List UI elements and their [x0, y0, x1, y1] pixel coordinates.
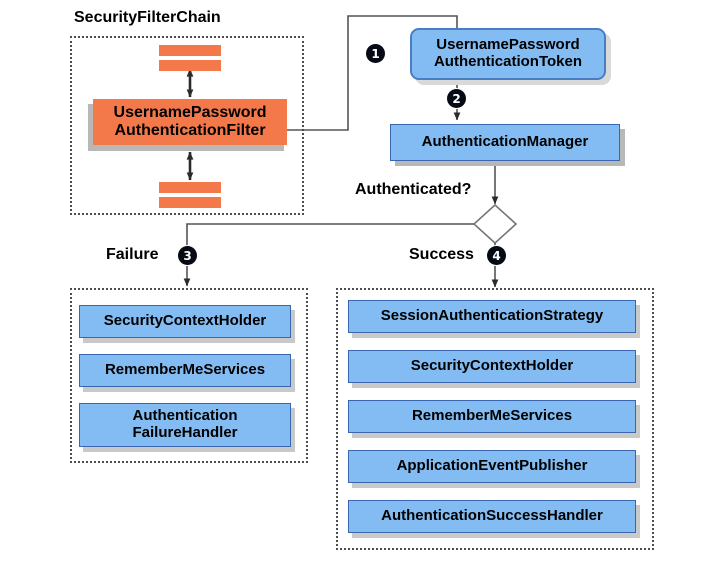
step-bullet-4: 4	[487, 246, 506, 265]
authenticated-question-label: Authenticated?	[355, 181, 472, 198]
authentication-manager-label: AuthenticationManager	[421, 133, 589, 151]
step-bullet-2: 2	[447, 89, 466, 108]
filter-bar-top-1	[159, 45, 221, 56]
step-bullet-3: 3	[178, 246, 197, 265]
username-password-authentication-token-node[interactable]: UsernamePassword AuthenticationToken	[410, 28, 606, 80]
security-filter-chain-group	[70, 36, 304, 215]
success-item-security-context-holder[interactable]: SecurityContextHolder	[348, 350, 636, 383]
success-item-application-event-publisher[interactable]: ApplicationEventPublisher	[348, 450, 636, 483]
success-item-remember-me-services[interactable]: RememberMeServices	[348, 400, 636, 433]
success-item-label: SessionAuthenticationStrategy	[380, 307, 604, 325]
decision-diamond	[472, 203, 518, 245]
authentication-manager-node[interactable]: AuthenticationManager	[390, 124, 620, 161]
token-label-line2: AuthenticationToken	[433, 53, 583, 70]
failure-item-security-context-holder[interactable]: SecurityContextHolder	[79, 305, 291, 338]
filter-bar-bottom-1	[159, 182, 221, 193]
token-label-line1: UsernamePassword	[436, 36, 580, 54]
failure-item-authentication-failure-handler[interactable]: Authentication FailureHandler	[79, 403, 291, 447]
success-item-authentication-success-handler[interactable]: AuthenticationSuccessHandler	[348, 500, 636, 533]
filter-chain-title: SecurityFilterChain	[74, 9, 221, 26]
failure-group	[70, 288, 308, 463]
success-item-label: RememberMeServices	[411, 407, 573, 425]
step-bullet-1: 1	[366, 44, 385, 63]
failure-item-label: RememberMeServices	[104, 361, 266, 379]
failure-item-label-line1: Authentication	[132, 407, 238, 425]
filter-label-line2: AuthenticationFilter	[114, 122, 266, 139]
success-item-session-authentication-strategy[interactable]: SessionAuthenticationStrategy	[348, 300, 636, 333]
filter-label-line1: UsernamePassword	[113, 104, 267, 122]
failure-item-label: SecurityContextHolder	[103, 312, 267, 330]
success-item-label: AuthenticationSuccessHandler	[381, 507, 603, 525]
failure-item-remember-me-services[interactable]: RememberMeServices	[79, 354, 291, 387]
filter-bar-top-2	[159, 60, 221, 71]
username-password-authentication-filter-node[interactable]: UsernamePassword AuthenticationFilter	[93, 99, 287, 145]
filter-bar-bottom-2	[159, 197, 221, 208]
failure-item-label-line2: FailureHandler	[132, 424, 238, 441]
success-branch-label: Success	[409, 246, 474, 263]
success-item-label: SecurityContextHolder	[410, 357, 574, 375]
failure-branch-label: Failure	[106, 246, 159, 263]
success-item-label: ApplicationEventPublisher	[396, 457, 588, 475]
success-group	[336, 288, 654, 550]
